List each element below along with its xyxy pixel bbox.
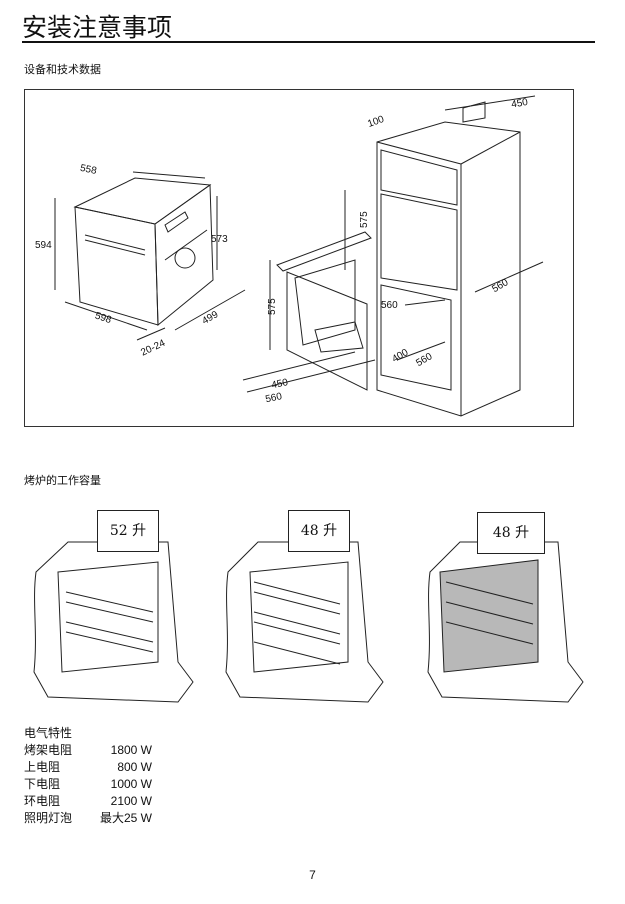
dim-oven-height: 594 [35,240,52,251]
dim-top-width: 450 [510,97,529,111]
spec-value: 800 W [117,759,152,774]
dim-cab-d2: 560 [414,351,434,369]
oven3-body [427,541,584,703]
table-row: 上电阻 800 W [24,758,152,775]
title-rule [22,41,595,43]
electrical-title: 电气特性 [24,726,73,740]
dim-cab-w2: 560 [264,391,283,405]
dim-cab-h2: 575 [359,211,370,228]
spec-value: 2100 W [110,793,152,808]
section-install-heading: 设备和技术数据 [24,63,101,76]
spec-name: 照明灯泡 [24,811,73,825]
spec-name: 下电阻 [24,777,61,791]
dim-side-height: 573 [211,234,228,245]
page-title: 安装注意事项 [22,13,173,42]
oven-interiors [33,541,584,703]
dim-side-depth: 499 [200,309,220,327]
oven-side [154,184,214,327]
installation-diagram: 558 594 598 20-24 499 573 575 450 560 57… [24,89,574,427]
spec-value: 最大25 W [99,811,152,825]
dim-cab-w1: 450 [270,377,289,391]
dim-cab-cut: 400 [390,347,410,365]
spec-name: 上电阻 [24,760,61,774]
oven-top [73,177,212,225]
dim-oven-width: 598 [93,310,113,326]
spec-value: 1800 W [110,742,152,757]
dim-cab-h1: 575 [267,298,278,315]
oven2-body [225,541,384,703]
dim-cab-d3: 560 [490,277,510,295]
electrical-table: 烤架电阻 1800 W 上电阻 800 W 下电阻 1000 W 环电阻 210… [24,741,152,826]
capacity-label-2: 48 升 [288,510,350,552]
table-row: 环电阻 2100 W [24,792,152,809]
page-number: 7 [309,868,316,882]
capacity-illustrations [28,512,588,712]
dim-top-vent: 100 [366,114,386,130]
spec-name: 烤架电阻 [24,743,73,757]
table-row: 下电阻 1000 W [24,775,152,792]
table-row: 烤架电阻 1800 W [24,741,152,758]
spec-value: 1000 W [110,776,152,791]
capacity-label-1: 52 升 [97,510,159,552]
oven1-body [33,541,194,703]
installation-drawing: 558 594 598 20-24 499 573 575 450 560 57… [35,95,544,417]
table-row: 照明灯泡 最大25 W [24,809,152,826]
dim-door-gap: 20-24 [139,338,167,359]
spec-name: 环电阻 [24,794,61,808]
capacity-label-3: 48 升 [477,512,545,554]
dim-cab-d1: 560 [381,300,398,311]
section-capacity-heading: 烤炉的工作容量 [24,474,101,487]
dim-oven-depth: 558 [79,163,98,177]
